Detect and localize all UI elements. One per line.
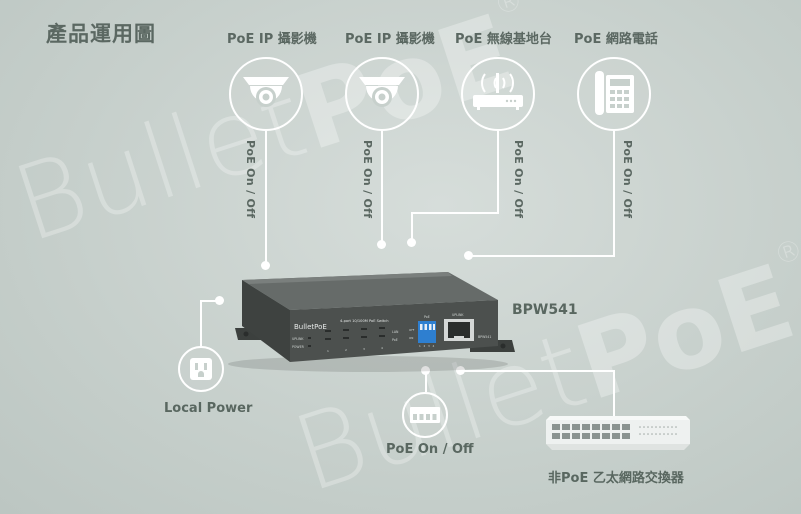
link-label-access-point: PoE On / Off	[512, 140, 525, 219]
panel-port-3: 3	[363, 347, 365, 351]
panel-led-poe: PoE	[392, 338, 398, 342]
link-line-camera-2	[381, 131, 383, 245]
device-circle-camera-2	[345, 57, 419, 131]
dome-camera-icon	[359, 77, 405, 107]
local-power-label: Local Power	[164, 401, 253, 416]
panel-brand: BulletPoE	[294, 323, 327, 331]
panel-dip-1: 1	[419, 344, 421, 348]
local-power-circle	[178, 346, 224, 392]
model-label: BPW541	[512, 302, 578, 318]
link-dot-camera-1	[261, 261, 270, 270]
page-title: 產品運用圖	[46, 22, 156, 46]
panel-port-4: 4	[381, 346, 383, 350]
dip-switch-icon	[410, 407, 440, 423]
link-line-ip-phone-h	[469, 255, 615, 257]
link-line-local-power-h	[200, 300, 220, 302]
panel-dip-label: PoE	[424, 315, 430, 319]
link-line-access-point-v2	[411, 212, 413, 242]
panel-port-2: 2	[345, 348, 347, 352]
panel-led-uplink: UPLINK	[292, 337, 304, 341]
link-label-ip-phone: PoE On / Off	[621, 140, 634, 219]
device-label-camera-2: PoE IP 攝影機	[345, 32, 435, 47]
device-circle-access-point	[461, 57, 535, 131]
panel-dip-off: OFF	[409, 328, 415, 332]
device-label-ip-phone: PoE 網路電話	[574, 32, 658, 47]
panel-port-uplink-label: UPLINK	[452, 313, 464, 317]
link-line-uplink-h	[460, 370, 615, 372]
panel-led-power: POWER	[292, 345, 305, 349]
link-dot-camera-2	[377, 240, 386, 249]
panel-dip-on: ON	[409, 336, 413, 340]
link-line-camera-1	[265, 131, 267, 266]
panel-dip-3: 3	[428, 344, 430, 348]
dip-switch-label: PoE On / Off	[386, 442, 474, 457]
dome-camera-icon	[243, 77, 289, 107]
link-line-access-point-v	[497, 131, 499, 214]
panel-port-1: 1	[327, 349, 329, 353]
link-label-camera-2: PoE On / Off	[361, 140, 374, 219]
link-line-ip-phone-v	[613, 131, 615, 257]
panel-dip-2: 2	[424, 344, 426, 348]
link-dot-access-point	[407, 238, 416, 247]
link-line-dip-switch	[425, 370, 427, 392]
dip-switch-circle	[402, 392, 448, 438]
panel-model-tag: BPW541	[478, 335, 491, 339]
power-outlet-icon	[190, 358, 212, 380]
ip-phone-icon	[595, 71, 634, 115]
panel-spec: 4-port 10/100M PoE Switch	[340, 319, 389, 323]
panel-dip-4: 4	[433, 344, 435, 348]
panel-led-lan: LAN	[392, 330, 399, 334]
device-label-camera-1: PoE IP 攝影機	[227, 32, 317, 47]
non-poe-switch-label: 非PoE 乙太網路交換器	[548, 471, 684, 486]
device-label-access-point: PoE 無線基地台	[455, 32, 552, 47]
device-circle-ip-phone	[577, 57, 651, 131]
link-line-uplink-v	[613, 370, 615, 416]
link-dot-ip-phone	[464, 251, 473, 260]
wireless-router-icon	[473, 73, 523, 110]
link-line-access-point-h	[411, 212, 499, 214]
link-label-camera-1: PoE On / Off	[244, 140, 257, 219]
ethernet-switch-icon	[546, 416, 690, 450]
link-line-local-power-v	[200, 300, 202, 346]
device-circle-camera-1	[229, 57, 303, 131]
